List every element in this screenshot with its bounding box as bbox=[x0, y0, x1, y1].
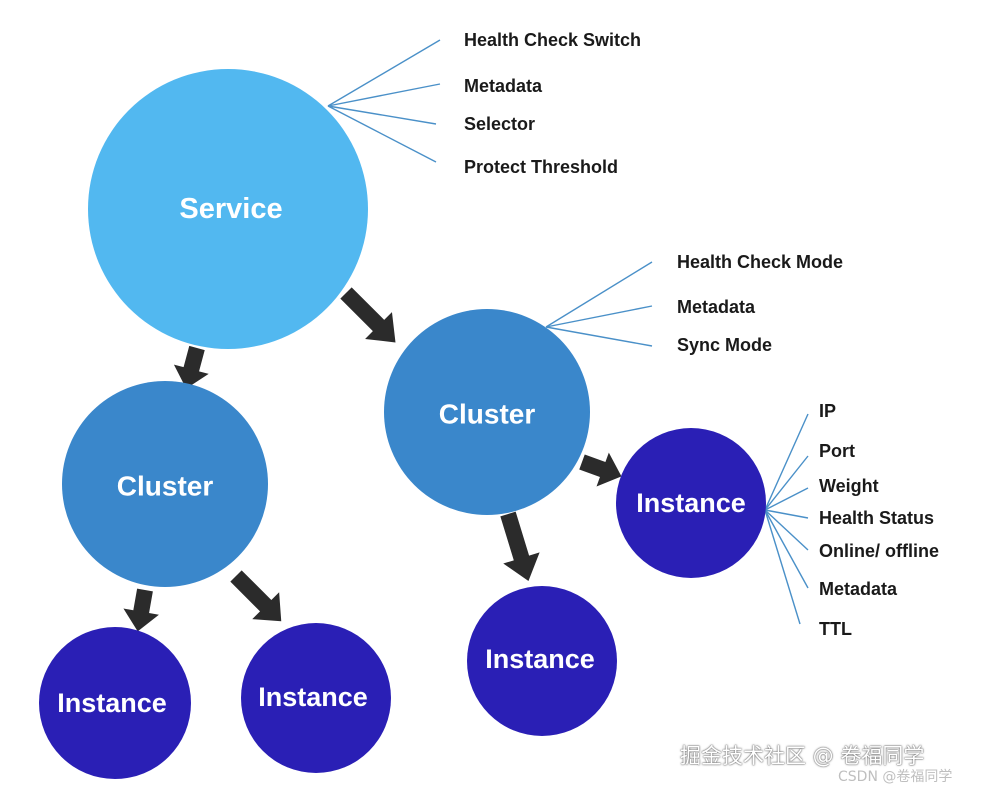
instance-3-label: Instance bbox=[485, 644, 595, 674]
service-attr-selector: Selector bbox=[464, 114, 535, 134]
instance-connectors bbox=[764, 413, 809, 625]
cluster-connectors bbox=[545, 261, 653, 347]
instance-attributes: IP Port Weight Health Status Online/ off… bbox=[819, 401, 939, 639]
cluster-attr-metadata: Metadata bbox=[677, 297, 756, 317]
arrow-service-to-cluster-left bbox=[173, 345, 209, 389]
instance-attr-ip: IP bbox=[819, 401, 836, 421]
cluster-node-left: Cluster bbox=[62, 381, 268, 587]
watermark-primary: 掘金技术社区 @ 卷福同学 bbox=[680, 744, 925, 768]
instance-attr-health-status: Health Status bbox=[819, 508, 934, 528]
arrow-cluster-right-to-instance-4 bbox=[579, 452, 622, 487]
instance-node-4: Instance bbox=[616, 428, 766, 578]
instance-2-label: Instance bbox=[258, 682, 368, 712]
service-attr-health-check-switch: Health Check Switch bbox=[464, 30, 641, 50]
instance-4-label: Instance bbox=[636, 488, 746, 518]
service-attr-metadata: Metadata bbox=[464, 76, 543, 96]
cluster-attr-health-check-mode: Health Check Mode bbox=[677, 252, 843, 272]
watermark-secondary: CSDN @卷福同学 bbox=[838, 769, 953, 785]
cluster-left-label: Cluster bbox=[117, 471, 214, 502]
instance-node-2: Instance bbox=[241, 623, 391, 773]
hierarchy-arrows bbox=[123, 287, 622, 632]
instance-attr-metadata: Metadata bbox=[819, 579, 898, 599]
service-label: Service bbox=[179, 193, 282, 225]
instance-attr-weight: Weight bbox=[819, 476, 879, 496]
service-attributes: Health Check Switch Metadata Selector Pr… bbox=[464, 30, 641, 177]
instance-attr-online-offline: Online/ offline bbox=[819, 541, 939, 561]
arrow-service-to-cluster-right bbox=[340, 287, 396, 343]
arrow-cluster-left-to-instance-1 bbox=[123, 588, 159, 632]
instance-1-label: Instance bbox=[57, 688, 167, 718]
cluster-node-right: Cluster bbox=[384, 309, 590, 515]
arrow-cluster-left-to-instance-2 bbox=[230, 570, 282, 622]
arrow-cluster-right-to-instance-3 bbox=[500, 511, 540, 581]
instance-attr-port: Port bbox=[819, 441, 855, 461]
cluster-right-label: Cluster bbox=[439, 399, 536, 430]
service-node: Service bbox=[88, 69, 368, 349]
service-connectors bbox=[327, 39, 441, 163]
instance-node-1: Instance bbox=[39, 627, 191, 779]
service-attr-protect-threshold: Protect Threshold bbox=[464, 157, 618, 177]
instance-node-3: Instance bbox=[467, 586, 617, 736]
cluster-attr-sync-mode: Sync Mode bbox=[677, 335, 772, 355]
instance-attr-ttl: TTL bbox=[819, 619, 852, 639]
cluster-attributes: Health Check Mode Metadata Sync Mode bbox=[677, 252, 843, 355]
